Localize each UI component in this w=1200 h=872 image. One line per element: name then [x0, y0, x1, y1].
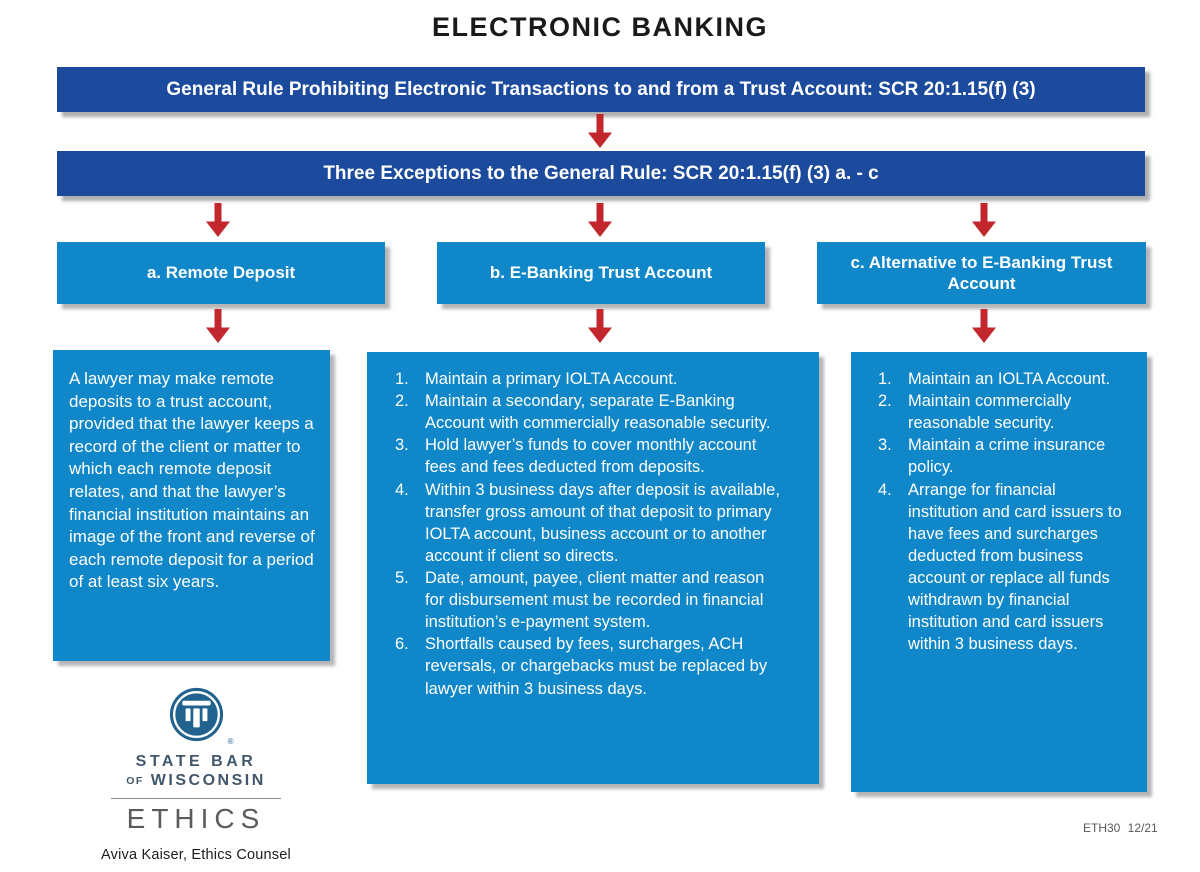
alternative-requirements-box: 1. Maintain an IOLTA Account. 2. Maintai…: [851, 352, 1147, 792]
list-item: 4. Within 3 business days after deposit …: [395, 479, 781, 567]
org-name-wisconsin: WISCONSIN: [150, 772, 266, 789]
column-header-alternative-ebanking: c. Alternative to E-Banking Trust Accoun…: [817, 242, 1146, 304]
item-number: 3.: [878, 436, 892, 455]
pillar-logo-icon: ®: [168, 686, 234, 748]
org-name-line1: STATE BAR: [135, 753, 257, 770]
ebanking-requirements-list: 1. Maintain a primary IOLTA Account. 2. …: [395, 368, 781, 700]
registered-trademark-symbol: ®: [227, 737, 234, 746]
list-item: 2. Maintain a secondary, separate E-Bank…: [395, 390, 781, 434]
item-number: 6.: [395, 635, 409, 654]
column-header-label: b. E-Banking Trust Account: [489, 263, 713, 283]
item-number: 3.: [395, 436, 409, 455]
item-number: 4.: [878, 480, 892, 499]
item-text: Maintain a primary IOLTA Account.: [425, 370, 678, 388]
item-number: 4.: [395, 480, 409, 499]
item-text: Date, amount, payee, client matter and r…: [425, 568, 765, 632]
down-arrow-icon: [588, 203, 612, 237]
item-text: Maintain a crime insurance policy.: [908, 436, 1106, 477]
column-header-remote-deposit: a. Remote Deposit: [57, 242, 385, 304]
ebanking-requirements-box: 1. Maintain a primary IOLTA Account. 2. …: [367, 352, 819, 784]
item-text: Arrange for financial institution and ca…: [908, 480, 1122, 654]
list-item: 1. Maintain an IOLTA Account.: [878, 368, 1125, 390]
item-text: Maintain a secondary, separate E-Banking…: [425, 392, 771, 433]
document-code: ETH30 12/21: [1083, 821, 1158, 835]
alternative-requirements-list: 1. Maintain an IOLTA Account. 2. Maintai…: [878, 368, 1125, 655]
down-arrow-icon: [206, 203, 230, 237]
down-arrow-icon: [206, 309, 230, 343]
remote-deposit-detail-box: A lawyer may make remote deposits to a t…: [53, 350, 330, 661]
page-title: ELECTRONIC BANKING: [432, 12, 768, 42]
column-header-label: c. Alternative to E-Banking Trust Accoun…: [850, 252, 1113, 293]
list-item: 2. Maintain commercially reasonable secu…: [878, 390, 1125, 434]
column-header-ebanking-trust-account: b. E-Banking Trust Account: [437, 242, 765, 304]
item-text: Maintain an IOLTA Account.: [908, 370, 1111, 388]
down-arrow-icon: [972, 203, 996, 237]
item-text: Hold lawyer’s funds to cover monthly acc…: [425, 436, 757, 477]
list-item: 6. Shortfalls caused by fees, surcharges…: [395, 633, 781, 699]
org-name-line2: OF WISCONSIN: [72, 772, 320, 790]
state-bar-logo-block: ® STATE BAR OF WISCONSIN ETHICS Aviva Ka…: [72, 686, 320, 863]
down-arrow-icon: [588, 114, 612, 148]
credit-line: Aviva Kaiser, Ethics Counsel: [101, 847, 291, 863]
item-number: 1.: [878, 370, 892, 388]
item-text: Maintain commercially reasonable securit…: [908, 392, 1072, 433]
list-item: 3. Hold lawyer’s funds to cover monthly …: [395, 434, 781, 478]
column-header-label: a. Remote Deposit: [146, 263, 296, 283]
list-item: 5. Date, amount, payee, client matter an…: [395, 567, 781, 633]
org-name-of: OF: [126, 775, 144, 787]
item-number: 5.: [395, 568, 409, 587]
item-number: 1.: [395, 370, 409, 388]
item-text: Shortfalls caused by fees, surcharges, A…: [425, 635, 768, 698]
down-arrow-icon: [972, 309, 996, 343]
ethics-wordmark: ETHICS: [126, 803, 266, 834]
item-text: Within 3 business days after deposit is …: [425, 480, 780, 565]
down-arrow-icon: [588, 309, 612, 343]
exceptions-banner: Three Exceptions to the General Rule: SC…: [57, 151, 1145, 196]
remote-deposit-paragraph: A lawyer may make remote deposits to a t…: [69, 369, 315, 592]
item-number: 2.: [395, 392, 409, 411]
list-item: 4. Arrange for financial institution and…: [878, 479, 1125, 656]
general-rule-banner: General Rule Prohibiting Electronic Tran…: [57, 67, 1145, 112]
list-item: 3. Maintain a crime insurance policy.: [878, 434, 1125, 478]
list-item: 1. Maintain a primary IOLTA Account.: [395, 368, 781, 390]
logo-divider: [111, 798, 281, 799]
item-number: 2.: [878, 392, 892, 411]
